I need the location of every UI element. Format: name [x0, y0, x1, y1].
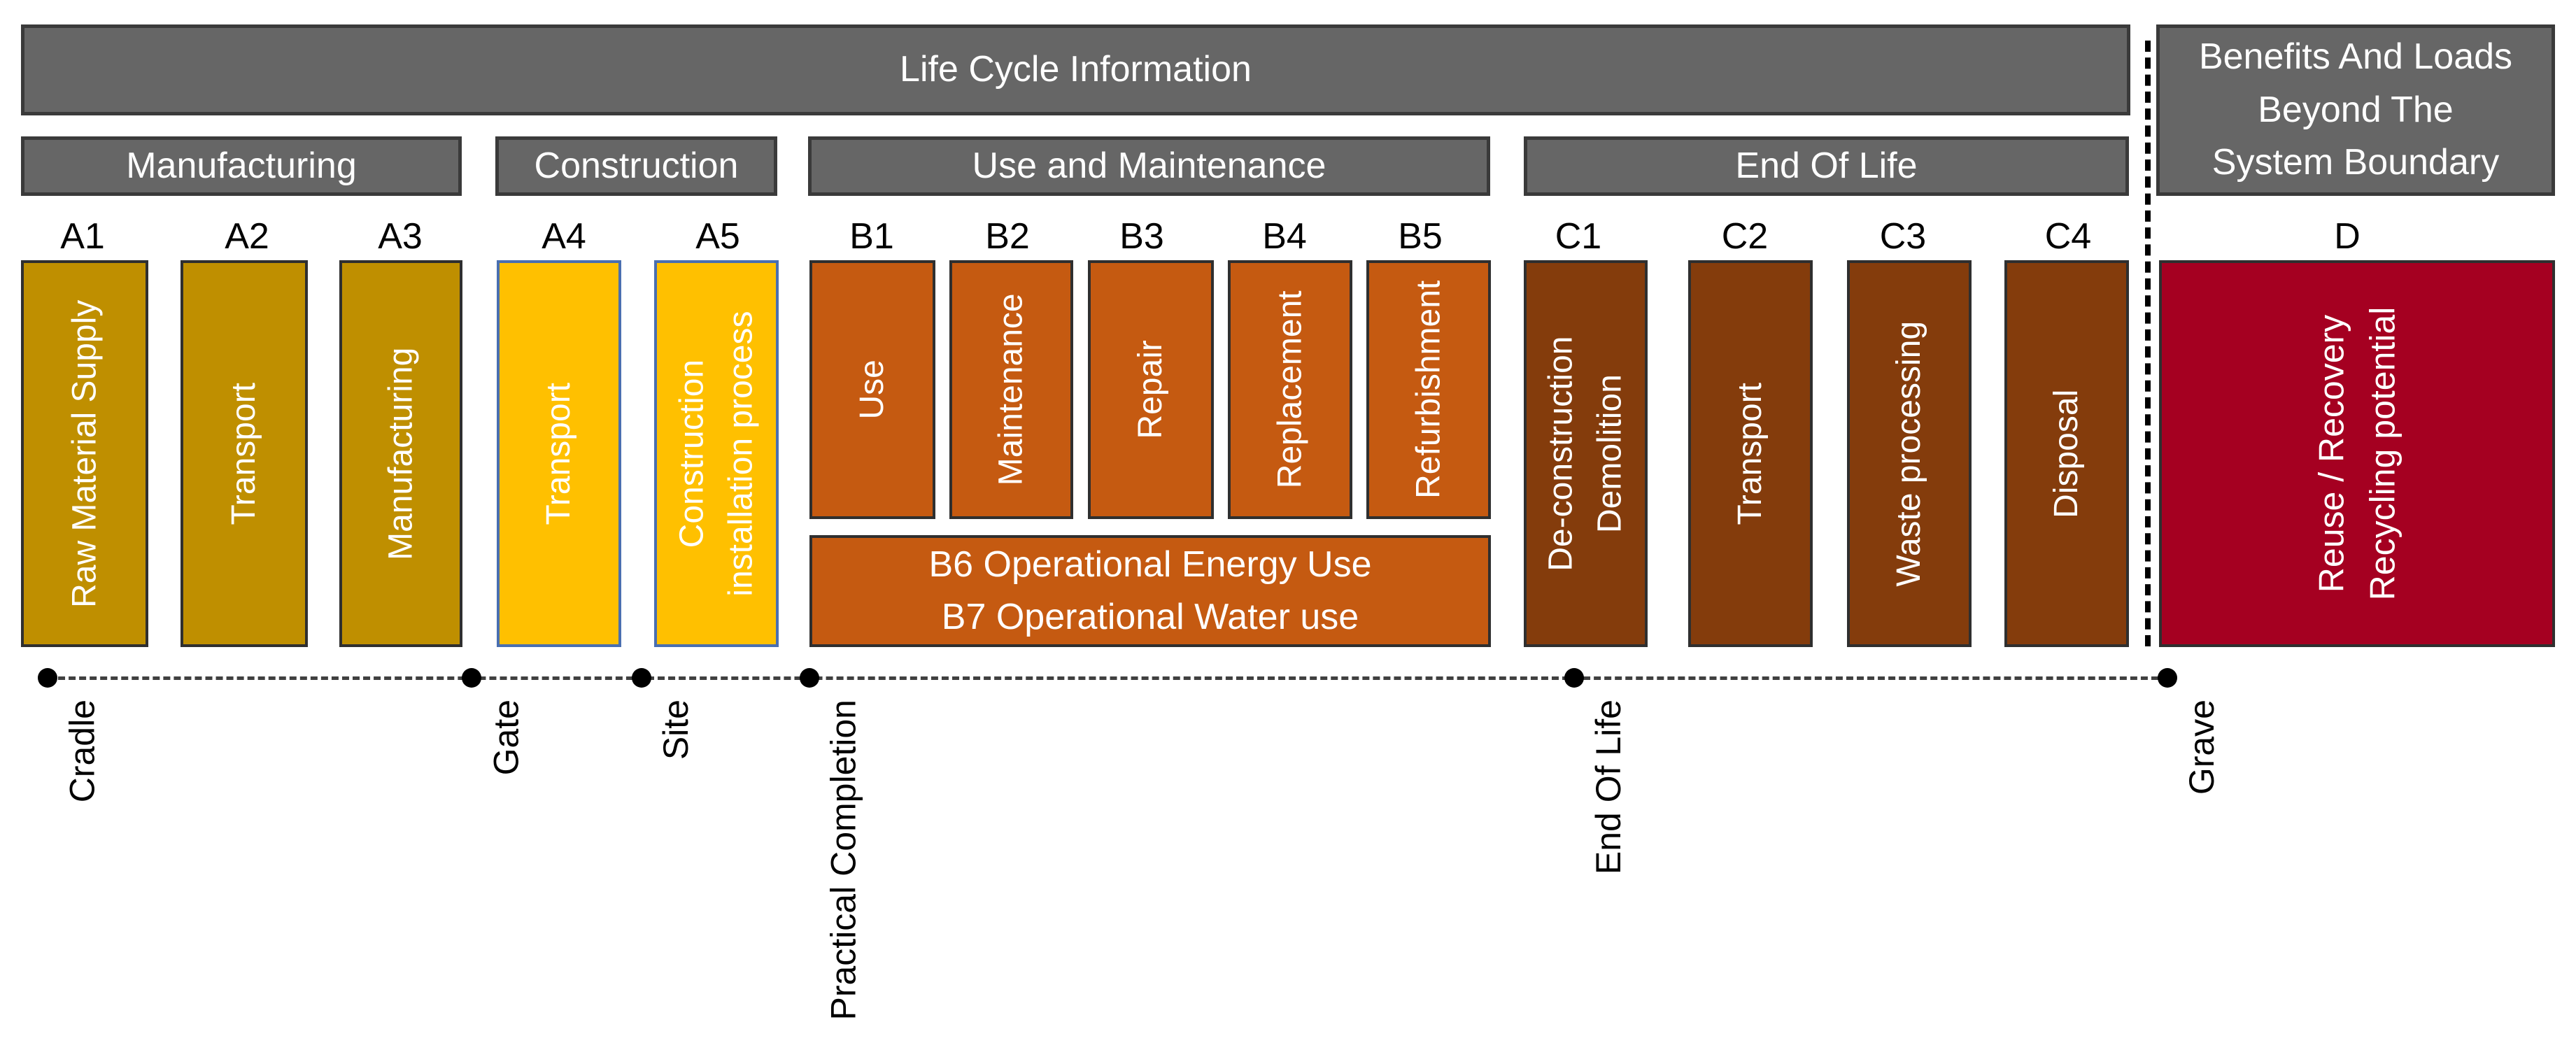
- module-a4-label: Transport: [540, 382, 578, 525]
- module-code-c3: C3: [1879, 216, 1927, 257]
- module-c4-label: Disposal: [2048, 389, 2086, 518]
- module-code-d: D: [2334, 216, 2361, 257]
- module-a5-construction-installation: Construction installation process: [654, 260, 779, 647]
- module-a3-label: Manufacturing: [382, 347, 420, 560]
- milestone-gate-label: Gate: [486, 700, 525, 776]
- module-code-c1: C1: [1555, 216, 1602, 257]
- module-b1-label: Use: [854, 360, 891, 420]
- milestone-dot-gate: [462, 668, 481, 688]
- module-a5-label: Construction installation process: [673, 311, 759, 597]
- benefits-beyond-boundary-header: Benefits And Loads Beyond The System Bou…: [2156, 24, 2555, 196]
- stage-construction: Construction: [495, 136, 777, 196]
- stage-use-maintenance-label: Use and Maintenance: [972, 145, 1326, 186]
- module-code-b4: B4: [1262, 216, 1307, 257]
- milestone-dot-site: [632, 668, 651, 688]
- module-c1-label: De-construction Demolition: [1542, 336, 1629, 572]
- module-a2-transport: Transport: [181, 260, 308, 647]
- module-a3-manufacturing: Manufacturing: [339, 260, 462, 647]
- milestone-site-label: Site: [656, 700, 695, 760]
- milestone-end-of-life-label: End Of Life: [1589, 700, 1628, 875]
- module-code-b5: B5: [1398, 216, 1443, 257]
- module-code-a1: A1: [60, 216, 105, 257]
- module-b2-maintenance: Maintenance: [949, 260, 1073, 519]
- module-code-a5: A5: [695, 216, 740, 257]
- milestone-practical-completion-label: Practical Completion: [824, 700, 863, 1021]
- module-b5-refurbishment: Refurbishment: [1366, 260, 1491, 519]
- module-b1-use: Use: [809, 260, 935, 519]
- module-c3-waste-processing: Waste processing: [1847, 260, 1972, 647]
- module-d-label: Reuse / Recovery Recycling potential: [2312, 306, 2402, 601]
- module-b4-label: Replacement: [1271, 290, 1309, 489]
- module-a1-label: Raw Material Supply: [66, 299, 104, 608]
- module-b3-label: Repair: [1132, 340, 1170, 439]
- module-b2-label: Maintenance: [992, 293, 1030, 486]
- module-c2-label: Transport: [1732, 382, 1769, 525]
- module-c2-transport: Transport: [1688, 260, 1813, 647]
- stage-end-of-life-label: End Of Life: [1735, 145, 1918, 186]
- module-b4-replacement: Replacement: [1228, 260, 1352, 519]
- milestone-dot-practical-completion: [800, 668, 819, 688]
- milestone-dot-end-of-life: [1564, 668, 1584, 688]
- module-code-a4: A4: [542, 216, 586, 257]
- timeline-line: [48, 676, 2169, 680]
- module-code-a2: A2: [225, 216, 269, 257]
- module-b3-repair: Repair: [1088, 260, 1214, 519]
- stage-manufacturing: Manufacturing: [21, 136, 462, 196]
- life-cycle-information-label: Life Cycle Information: [900, 49, 1252, 90]
- module-code-a3: A3: [378, 216, 423, 257]
- module-d-reuse-recovery: Reuse / Recovery Recycling potential: [2159, 260, 2555, 647]
- module-a4-transport: Transport: [497, 260, 621, 647]
- module-c4-disposal: Disposal: [2004, 260, 2129, 647]
- stage-manufacturing-label: Manufacturing: [126, 145, 357, 186]
- module-c1-deconstruction: De-construction Demolition: [1524, 260, 1648, 647]
- system-boundary-line: [2145, 41, 2151, 646]
- stage-end-of-life: End Of Life: [1524, 136, 2129, 196]
- module-b6-b7-label: B6 Operational Energy Use B7 Operational…: [928, 544, 1372, 637]
- life-cycle-information-header: Life Cycle Information: [21, 24, 2130, 115]
- module-code-c2: C2: [1721, 216, 1769, 257]
- module-c3-label: Waste processing: [1890, 320, 1928, 587]
- milestone-dot-cradle: [38, 668, 57, 688]
- module-a2-label: Transport: [225, 382, 263, 525]
- milestone-dot-grave: [2158, 668, 2177, 688]
- benefits-beyond-boundary-label: Benefits And Loads Beyond The System Bou…: [2198, 36, 2513, 183]
- module-b5-label: Refurbishment: [1410, 280, 1448, 499]
- module-a1-raw-material-supply: Raw Material Supply: [21, 260, 148, 647]
- module-code-b2: B2: [985, 216, 1030, 257]
- milestone-cradle-label: Cradle: [62, 700, 101, 803]
- module-code-b3: B3: [1119, 216, 1164, 257]
- module-code-b1: B1: [849, 216, 894, 257]
- stage-use-maintenance: Use and Maintenance: [808, 136, 1490, 196]
- module-b6-b7-operational: B6 Operational Energy Use B7 Operational…: [809, 535, 1491, 647]
- milestone-grave-label: Grave: [2182, 700, 2221, 795]
- module-code-c4: C4: [2044, 216, 2092, 257]
- stage-construction-label: Construction: [534, 145, 739, 186]
